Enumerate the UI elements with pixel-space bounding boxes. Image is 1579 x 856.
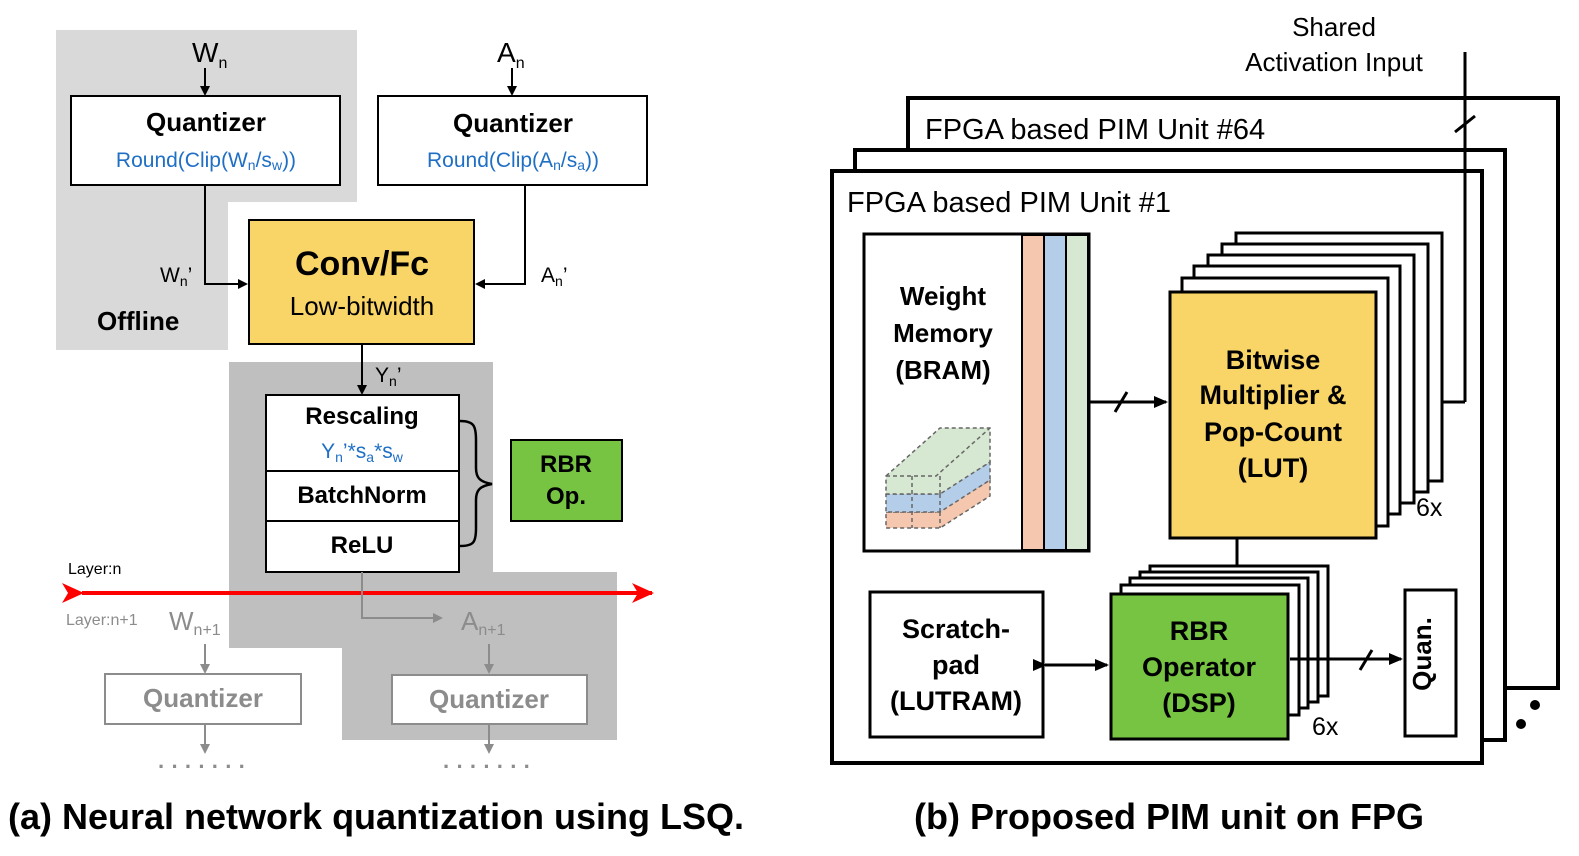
conv-fc-box: Conv/Fc Low-bitwidth — [248, 219, 475, 345]
caption-a: (a) Neural network quantization using LS… — [8, 796, 744, 837]
svg-text:pad: pad — [932, 650, 980, 680]
svg-text:RBR: RBR — [1170, 616, 1229, 646]
rescaling-box: Rescaling Yn’*sa*sw — [265, 394, 460, 472]
activation-input-label: An — [497, 37, 525, 72]
quan-box: Quan. — [1403, 588, 1458, 738]
svg-text:Conv/Fc: Conv/Fc — [295, 245, 429, 283]
svg-text:Round(Clip(Wn/sw)): Round(Clip(Wn/sw)) — [116, 149, 296, 173]
shared-input-label: Shared — [1292, 12, 1376, 42]
left-panel: Wn An Quantizer Round(Clip(Wn/sw)) Quant… — [8, 30, 744, 837]
svg-text:RBR: RBR — [540, 451, 592, 478]
svg-text:Op.: Op. — [546, 483, 586, 510]
svg-text:Weight: Weight — [900, 281, 987, 311]
svg-text:ReLU: ReLU — [331, 532, 394, 559]
continuation-dots-right: · · · · · · · — [443, 754, 531, 779]
svg-text:Pop-Count: Pop-Count — [1204, 417, 1342, 447]
svg-text:Round(Clip(An/sa)): Round(Clip(An/sa)) — [427, 149, 599, 173]
svg-text:BatchNorm: BatchNorm — [297, 482, 426, 509]
memory-bank-blue — [1043, 234, 1067, 551]
svg-text:Operator: Operator — [1142, 652, 1257, 682]
relu-box: ReLU — [265, 520, 460, 573]
next-weight-quantizer-box: Quantizer — [104, 673, 302, 725]
svg-text:Low-bitwidth: Low-bitwidth — [290, 291, 435, 321]
memory-bank-orange — [1021, 234, 1045, 551]
svg-text:(LUTRAM): (LUTRAM) — [890, 686, 1022, 716]
svg-text:Multiplier &: Multiplier & — [1200, 380, 1347, 410]
svg-text:Yn’*sa*sw: Yn’*sa*sw — [321, 440, 404, 465]
svg-text:Bitwise: Bitwise — [1226, 345, 1321, 375]
curly-brace — [459, 419, 493, 548]
svg-text:(DSP): (DSP) — [1162, 688, 1236, 718]
memory-bank-green — [1065, 234, 1089, 551]
scratchpad-box: Scratch- pad (LUTRAM) — [868, 590, 1045, 739]
conv-output-label: Yn’ — [375, 364, 401, 389]
svg-text:(BRAM): (BRAM) — [895, 355, 990, 385]
svg-text:Rescaling: Rescaling — [305, 403, 418, 430]
ellipsis-dot — [1530, 700, 1540, 710]
svg-text:Quantizer: Quantizer — [429, 684, 549, 714]
batchnorm-box: BatchNorm — [265, 470, 460, 522]
offline-label: Offline — [97, 306, 179, 336]
weight-quantizer-box: Quantizer Round(Clip(Wn/sw)) — [70, 95, 341, 186]
svg-text:Memory: Memory — [893, 318, 993, 348]
svg-text:Quan.: Quan. — [1407, 617, 1437, 691]
quantized-weight-label: Wn’ — [160, 264, 192, 289]
activation-quantizer-box: Quantizer Round(Clip(An/sa)) — [377, 95, 648, 186]
multiplier-box: Bitwise Multiplier & Pop-Count (LUT) — [1168, 290, 1378, 540]
layer-n1-label: Layer:n+1 — [66, 612, 138, 629]
pim-unit-64-label: FPGA based PIM Unit #64 — [925, 114, 1265, 146]
svg-text:(LUT): (LUT) — [1238, 453, 1308, 483]
pim-unit-1-label: FPGA based PIM Unit #1 — [847, 187, 1171, 219]
rbr-operator-box: RBR Operator (DSP) — [1109, 592, 1290, 741]
next-activation-quantizer-box: Quantizer — [391, 674, 588, 725]
ellipsis-dot — [1516, 719, 1526, 729]
weight-input-label: Wn — [192, 37, 227, 72]
rbr-operator-count: 6x — [1312, 713, 1339, 741]
memory-stack-illustration — [885, 427, 991, 529]
svg-text:Quantizer: Quantizer — [146, 107, 266, 137]
layer-n-label: Layer:n — [68, 561, 121, 578]
caption-b: (b) Proposed PIM unit on FPG — [914, 796, 1424, 837]
svg-text:Quantizer: Quantizer — [453, 108, 573, 138]
continuation-dots-left: · · · · · · · — [158, 754, 246, 779]
svg-text:Activation Input: Activation Input — [1245, 47, 1424, 77]
quantized-activation-label: An’ — [541, 264, 567, 289]
multiplier-count: 6x — [1416, 494, 1443, 522]
next-weight-label: Wn+1 — [169, 606, 221, 639]
right-panel: Shared Activation Input FPGA based PIM U… — [830, 12, 1560, 837]
rbr-op-box: RBR Op. — [510, 439, 623, 522]
svg-text:Quantizer: Quantizer — [143, 683, 263, 713]
weight-memory-box: Weight Memory (BRAM) — [862, 232, 1091, 553]
next-activation-label: An+1 — [461, 606, 506, 639]
svg-text:Scratch-: Scratch- — [902, 614, 1010, 644]
